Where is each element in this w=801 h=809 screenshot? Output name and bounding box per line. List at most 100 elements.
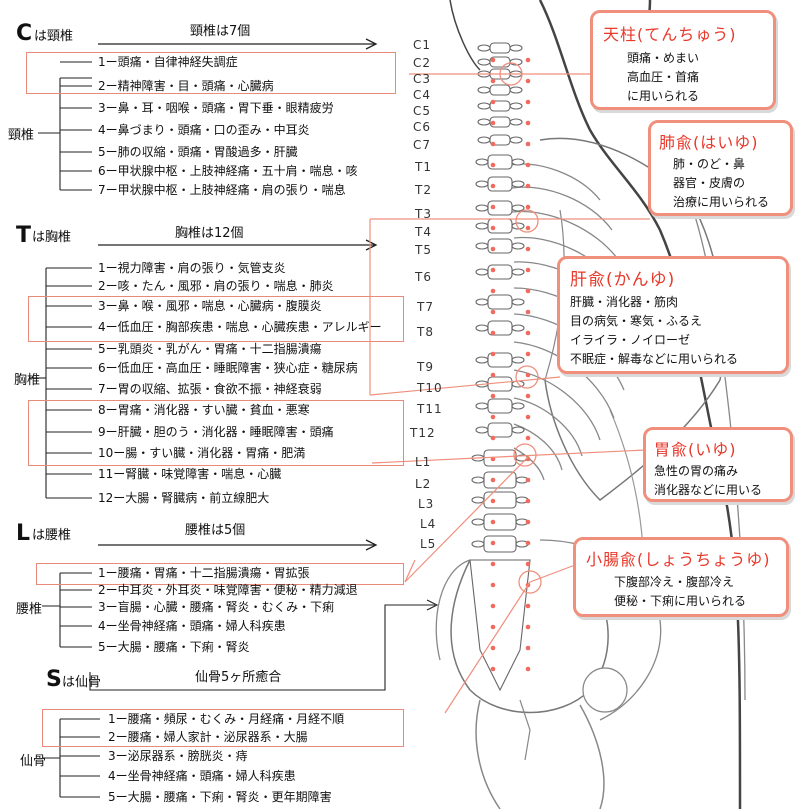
vertebra (488, 295, 512, 309)
vertebra-process (510, 103, 522, 109)
vertebra-label: C2 (413, 56, 431, 70)
vertebra-label: C1 (413, 38, 431, 52)
acupoint-dot (491, 331, 496, 336)
acupoint-dot (491, 583, 496, 588)
thoracic-item: 9ー肝臓・胆のう・消化器・睡眠障害・頭痛 (98, 424, 334, 440)
sacrum-group-label: 仙骨 (20, 750, 46, 769)
acupoint-dot (526, 310, 531, 315)
vertebra-label: C6 (413, 120, 431, 134)
vertebra-process (472, 519, 484, 525)
acupoint-dot (491, 142, 496, 147)
lumbar-group-label: 腰椎 (16, 598, 42, 617)
lumbar-count: 腰椎は5個 (185, 523, 245, 539)
vertebra (488, 399, 512, 413)
sacrum-item: 5ー大腸・腰痛・下痢・腎炎・更年期障害 (108, 789, 332, 805)
acupoint-dot (526, 247, 531, 252)
callout-line: 肺・のど・鼻 (673, 155, 782, 174)
callout-line: 治療に用いられる (673, 193, 782, 212)
acupoint-dot (491, 79, 496, 84)
cervical-item: 6ー甲状腺中枢・上肢神経痛・五十肩・喘息・咳 (98, 163, 358, 179)
acupoint-dot (526, 100, 531, 105)
cervical-group-label: 頸椎 (8, 124, 34, 143)
sacrum-item: 4ー坐骨神経痛・頭痛・婦人科疾患 (108, 768, 296, 784)
acupoint-dot (491, 352, 496, 357)
thoracic-item: 10ー腸・すい臓・消化器・胃痛・肥満 (98, 445, 305, 461)
vertebra-label: T5 (415, 243, 432, 257)
cervical-item: 7ー甲状腺中枢・上肢神経痛・肩の張り・喘息 (98, 182, 346, 198)
vertebra-process (510, 137, 522, 143)
vertebra-label: C5 (413, 104, 431, 118)
thoracic-count: 胸椎は12個 (175, 226, 244, 242)
vertebra-process (472, 541, 484, 547)
sacrum-item: 2ー腰痛・婦人家計・泌尿器系・大腸 (108, 729, 308, 745)
acupoint-dot (526, 205, 531, 210)
vertebra-label: T4 (415, 225, 432, 239)
callout-line: 頭痛・めまい (627, 49, 763, 68)
acupoint-dot (526, 142, 531, 147)
vertebra (488, 423, 512, 437)
acupoint-dot (491, 205, 496, 210)
vertebra-process (512, 357, 524, 363)
vertebra-label: T11 (417, 402, 443, 416)
thoracic-group-label: 胸椎 (14, 369, 40, 388)
acupoint-dot (491, 373, 496, 378)
vertebra-label: C3 (413, 72, 431, 86)
vertebra (490, 43, 510, 53)
cervical-heading: は頸椎 (34, 29, 73, 45)
acupoint-dot (491, 646, 496, 651)
vertebra-label: L2 (415, 477, 431, 491)
callout-title: 胃兪(いゆ) (654, 436, 782, 460)
vertebra-process (510, 45, 522, 51)
vertebra-process (476, 159, 488, 165)
callout-line: 高血圧・首痛 (627, 68, 763, 87)
acupoint-dot (526, 604, 531, 609)
acupoint-dot (491, 604, 496, 609)
vertebra-label: L4 (420, 517, 436, 531)
vertebra-label: T9 (417, 360, 434, 374)
vertebra (490, 85, 510, 95)
acupoint-dot (526, 436, 531, 441)
vertebra-process (510, 119, 522, 125)
acupoint-dot (526, 625, 531, 630)
callout-haiyu: 肺兪(はいゆ) 肺・のど・鼻 器官・皮膚の 治療に用いられる (648, 120, 793, 216)
vertebra-label: L1 (415, 455, 431, 469)
vertebra (488, 155, 512, 169)
acupoint-dot (526, 226, 531, 231)
callout-iyu: 胃兪(いゆ) 急性の胃の痛み 消化器などに用いる (643, 427, 793, 502)
vertebra-process (478, 59, 490, 65)
callout-shochoyu: 小腸兪(しょうちょうゆ) 下腹部冷え・腹部冷え 便秘・下痢に用いられる (573, 537, 789, 617)
vertebra (488, 239, 512, 253)
acupoint-dot (491, 58, 496, 63)
callout-line: に用いられる (627, 87, 763, 106)
vertebra-process (476, 223, 488, 229)
acupoint-dot (526, 289, 531, 294)
thoracic-item: 7ー胃の収縮、拡張・食欲不振・神経衰弱 (98, 381, 322, 397)
callout-line: 器官・皮膚の (673, 174, 782, 193)
thoracic-item: 3ー鼻・喉・風邪・喘息・心臓病・腹膜炎 (98, 298, 322, 314)
lumbar-item: 3ー盲腸・心臓・腰痛・腎炎・むくみ・下痢 (98, 599, 334, 615)
acupoint-dot (491, 121, 496, 126)
vertebra-label: T1 (415, 160, 432, 174)
vertebra-process (476, 403, 488, 409)
vertebra-label: T10 (417, 381, 443, 395)
vertebra-label: L3 (418, 497, 434, 511)
vertebra-process (476, 181, 488, 187)
vertebra-process (512, 159, 524, 165)
acupoint-dot (526, 352, 531, 357)
callout-line: 便秘・下痢に用いられる (614, 592, 776, 611)
acupoint-dot (491, 247, 496, 252)
spinal-column (470, 43, 530, 690)
vertebra-process (510, 87, 522, 93)
callout-title: 小腸兪(しょうちょうゆ) (586, 546, 776, 570)
thoracic-item: 1ー視力障害・肩の張り・気管支炎 (98, 260, 286, 276)
vertebra-process (476, 269, 488, 275)
vertebra-process (512, 205, 524, 211)
callout-line: 消化器などに用いる (654, 481, 782, 500)
vertebra-process (478, 119, 490, 125)
vertebra (484, 514, 516, 530)
acupoint-dot (526, 79, 531, 84)
cervical-item: 4ー鼻づまり・頭痛・口の歪み・中耳炎 (98, 122, 310, 138)
thoracic-item: 8ー胃痛・消化器・すい臓・貧血・悪寒 (98, 402, 310, 418)
callout-title: 天柱(てんちゅう) (603, 21, 763, 45)
sacrum-letter: S (46, 668, 62, 692)
